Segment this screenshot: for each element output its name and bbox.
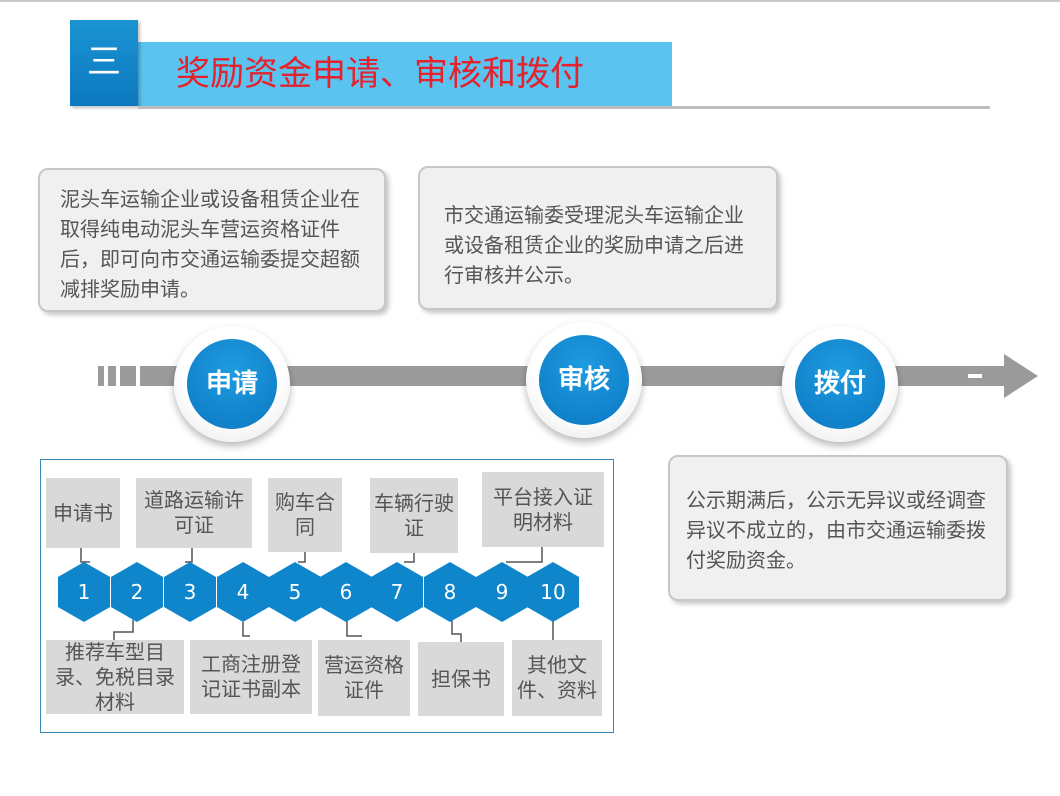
- review-callout: 市交通运输委受理泥头车运输企业或设备租赁企业的奖励申请之后进行审核并公示。: [418, 166, 778, 310]
- hex-number: 2: [130, 580, 144, 604]
- step-hexagon: [527, 562, 579, 622]
- header-banner: [138, 42, 672, 106]
- hex-number: 10: [540, 580, 566, 604]
- hex-number: 4: [236, 580, 250, 604]
- connector-bottom-6: [346, 620, 362, 637]
- hex-number: 6: [339, 580, 353, 604]
- hex-number: 1: [77, 580, 91, 604]
- hex-number: 7: [390, 580, 404, 604]
- doc-vehicle-license: 车辆行驶证: [370, 478, 458, 553]
- step-hexagon: [217, 562, 269, 622]
- step-pay: 拨付: [782, 326, 898, 442]
- hex-number: 8: [443, 580, 457, 604]
- step-review: 审核: [526, 322, 642, 438]
- connector-top-5: [298, 552, 306, 563]
- step-hexagon: [269, 562, 321, 622]
- doc-operation-qualification: 营运资格证件: [318, 640, 410, 716]
- step-hexagon: [164, 562, 216, 622]
- doc-label: 营运资格证件: [324, 653, 404, 702]
- doc-label: 推荐车型目录、免税目录材料: [55, 639, 175, 714]
- pay-callout: 公示期满后，公示无异议或经调查异议不成立的，由市交通运输委拨付奖励资金。: [668, 455, 1008, 601]
- page-title: 奖励资金申请、审核和拨付: [176, 54, 584, 94]
- step-hexagon: [371, 562, 423, 622]
- timeline-arrow-icon: [1004, 354, 1038, 398]
- hex-number: 5: [288, 580, 302, 604]
- step-hexagon: [320, 562, 372, 622]
- step-hexagon: [58, 562, 110, 622]
- timeline-dash: [120, 366, 136, 386]
- step-hexagon: [424, 562, 476, 622]
- connector-bottom-2: [113, 620, 134, 640]
- doc-road-transport-permit: 道路运输许可证: [136, 478, 252, 548]
- step-hexagon: [476, 562, 528, 622]
- step-pay-label: 拨付: [795, 339, 885, 429]
- hex-number: 3: [183, 580, 197, 604]
- doc-label: 申请书: [53, 500, 113, 525]
- connector-top-7: [404, 553, 415, 563]
- doc-application-form: 申请书: [46, 478, 120, 548]
- step-review-label: 审核: [539, 335, 629, 425]
- connector-top-1: [80, 548, 90, 563]
- connector-top-3: [185, 548, 193, 563]
- connector-bottom-4: [242, 622, 250, 637]
- doc-label: 道路运输许可证: [144, 488, 244, 537]
- step-apply-label: 申请: [187, 339, 277, 429]
- doc-platform-proof: 平台接入证明材料: [482, 472, 604, 547]
- section-number: 三: [87, 42, 121, 82]
- connector-top-9: [506, 547, 543, 563]
- apply-callout: 泥头车运输企业或设备租赁企业在取得纯电动泥头车营运资格证件后，即可向市交通运输委…: [38, 168, 386, 312]
- header-underline: [138, 106, 990, 109]
- top-divider: [0, 0, 1060, 2]
- timeline-dash: [108, 366, 116, 386]
- doc-other-materials: 其他文件、资料: [512, 640, 602, 716]
- doc-business-registration: 工商注册登记证书副本: [190, 640, 312, 714]
- doc-label: 车辆行驶证: [374, 490, 454, 540]
- doc-label: 担保书: [431, 666, 491, 691]
- doc-label: 其他文件、资料: [517, 653, 597, 702]
- doc-vehicle-catalog: 推荐车型目录、免税目录材料: [46, 640, 184, 714]
- hex-number: 9: [495, 580, 509, 604]
- section-badge: [70, 20, 138, 106]
- doc-label: 平台接入证明材料: [493, 484, 593, 534]
- doc-purchase-contract: 购车合同: [268, 478, 342, 552]
- timeline-dash: [98, 366, 104, 386]
- timeline-dash: [968, 374, 982, 378]
- step-hexagon: [111, 562, 163, 622]
- doc-guarantee-letter: 担保书: [418, 642, 504, 716]
- doc-label: 工商注册登记证书副本: [201, 652, 301, 701]
- doc-label: 购车合同: [275, 490, 335, 539]
- step-apply: 申请: [174, 326, 290, 442]
- connector-bottom-8: [451, 620, 462, 642]
